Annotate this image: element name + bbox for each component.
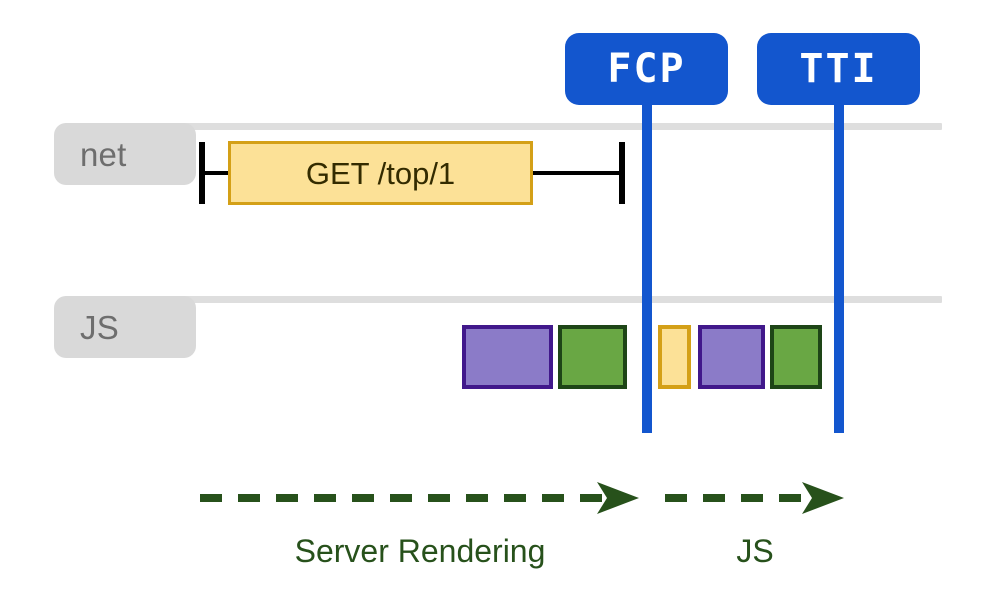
phase-label-js: JS (660, 535, 850, 567)
lane-badge-net-label: net (80, 135, 127, 173)
net-request-whisker-left-cap (199, 142, 205, 204)
js-lane-rail (170, 296, 942, 303)
marker-badge-fcp[interactable]: FCP (565, 33, 728, 105)
net-request-label: GET /top/1 (305, 155, 456, 191)
net-request-whisker-right-stem (533, 171, 619, 175)
js-task-block[interactable] (558, 325, 627, 389)
phase-label-js-text: JS (736, 533, 774, 569)
phase-arrow-js (665, 482, 844, 514)
marker-line-fcp (642, 92, 652, 433)
lane-badge-js: JS (54, 296, 196, 358)
js-task-block[interactable] (462, 325, 553, 389)
net-request-whisker-left-stem (205, 171, 230, 175)
js-task-block[interactable] (770, 325, 822, 389)
js-task-block[interactable] (658, 325, 691, 389)
marker-badge-tti-label: TTI (799, 46, 878, 92)
phase-label-server-rendering: Server Rendering (195, 535, 645, 567)
marker-badge-tti[interactable]: TTI (757, 33, 920, 105)
lane-badge-js-label: JS (80, 308, 119, 346)
phase-arrow-server-rendering (200, 482, 639, 514)
marker-line-tti (834, 92, 844, 433)
js-task-block[interactable] (698, 325, 765, 389)
marker-badge-fcp-label: FCP (607, 46, 686, 92)
net-lane-rail (170, 123, 942, 130)
net-request-get-top-1[interactable]: GET /top/1 (228, 141, 533, 205)
phase-label-server-rendering-text: Server Rendering (294, 533, 546, 569)
lane-badge-net: net (54, 123, 196, 185)
net-request-whisker-right-cap (619, 142, 625, 204)
